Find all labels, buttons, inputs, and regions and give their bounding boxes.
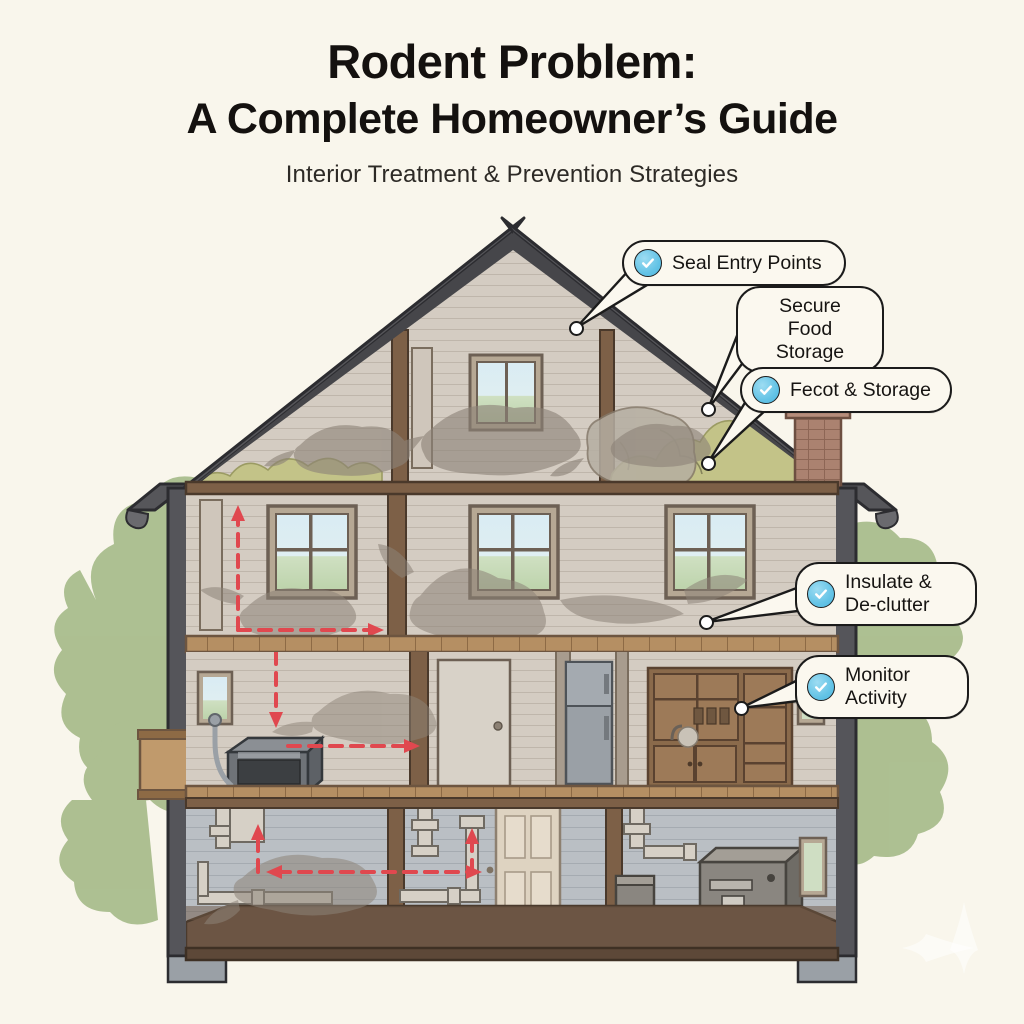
callout-label: Secure Food Storage <box>775 295 845 363</box>
anchor-dot-secure-food-storage <box>701 402 716 417</box>
check-circle-icon <box>807 673 835 701</box>
callout-fecot-and-storage[interactable]: Fecot & Storage <box>740 367 952 413</box>
callout-seal-entry-points[interactable]: Seal Entry Points <box>622 240 846 286</box>
callout-insulate-and-declutter[interactable]: Insulate & De-clutter <box>795 562 977 626</box>
callout-label: Fecot & Storage <box>790 378 931 401</box>
movement-path-basement <box>256 834 474 874</box>
movement-path-main <box>274 652 410 748</box>
sparkle-decoration <box>902 902 978 974</box>
callout-secure-food-storage[interactable]: Secure Food Storage <box>736 286 884 373</box>
stove-pipe <box>212 722 234 788</box>
basement <box>186 804 836 952</box>
check-circle-icon <box>634 249 662 277</box>
callout-label: Monitor Activity <box>845 664 911 709</box>
upper-floor-deck <box>184 634 840 654</box>
movement-path-upper <box>236 516 374 632</box>
check-circle-icon <box>752 376 780 404</box>
main-floor <box>186 652 836 800</box>
anchor-dot-fecot-and-storage <box>701 456 716 471</box>
rodent-silhouette-main <box>272 690 437 745</box>
anchor-dot-seal-entry-points <box>569 321 584 336</box>
refrigerator <box>564 660 614 786</box>
interior-door-main <box>436 658 512 792</box>
anchor-dot-monitor-activity <box>734 701 749 716</box>
rodent-silhouettes-attic <box>264 404 711 477</box>
rodent-silhouettes-upper <box>200 544 748 644</box>
callout-label: Insulate & De-clutter <box>845 571 932 616</box>
kitchen-cabinets <box>646 666 794 788</box>
upper-window-left <box>266 504 358 600</box>
anchor-dot-insulate-and-declutter <box>699 615 714 630</box>
wood-stove <box>224 734 326 795</box>
check-circle-icon <box>807 580 835 608</box>
rodent-silhouette-basement <box>204 854 377 925</box>
callout-label: Seal Entry Points <box>672 251 822 274</box>
upper-floor <box>186 492 836 644</box>
callout-monitor-activity[interactable]: Monitor Activity <box>795 655 969 719</box>
